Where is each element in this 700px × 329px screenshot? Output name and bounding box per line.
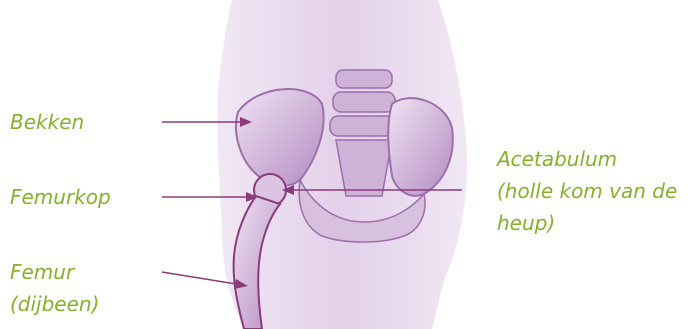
label-acetabulum-line-1: Acetabulum <box>497 143 677 175</box>
label-acetabulum: Acetabulum (holle kom van de heup) <box>497 143 677 239</box>
label-bekken-line-1: Bekken <box>10 106 84 138</box>
label-femur-line-2: (dijbeen) <box>10 288 99 320</box>
label-femurkop: Femurkop <box>10 181 111 213</box>
label-femurkop-line-1: Femurkop <box>10 181 111 213</box>
label-acetabulum-line-2: (holle kom van de <box>497 175 677 207</box>
arrow-femur <box>162 272 236 284</box>
label-acetabulum-line-3: heup) <box>497 207 677 239</box>
label-femur-line-1: Femur <box>10 256 99 288</box>
label-femur: Femur (dijbeen) <box>10 256 99 320</box>
label-bekken: Bekken <box>10 106 84 138</box>
